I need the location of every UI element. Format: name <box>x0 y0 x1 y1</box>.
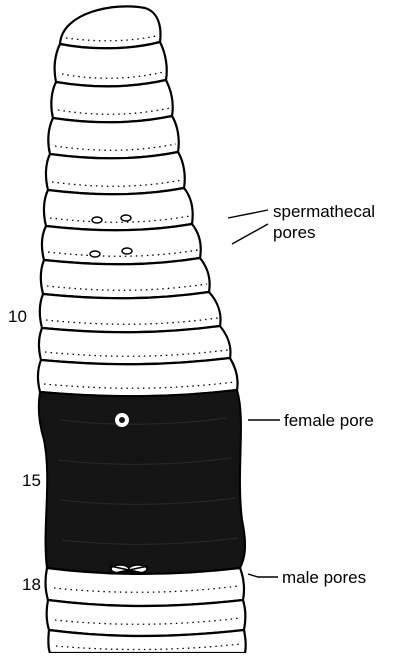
female-pore-mark <box>115 413 129 427</box>
spermathecal-leader-2 <box>232 224 268 244</box>
segment-7 <box>42 224 201 264</box>
segment-1 <box>60 6 160 48</box>
segment-4 <box>48 116 178 158</box>
spermathecal-pore-2 <box>121 215 131 221</box>
segment-8 <box>41 258 210 298</box>
segment-number-10: 10 <box>8 307 27 326</box>
segment-2 <box>55 42 167 86</box>
spermathecal-pore-4 <box>122 248 132 254</box>
segment-number-18: 18 <box>22 575 41 594</box>
spermathecal-leader-1 <box>228 210 268 218</box>
spermathecal-pore-1 <box>92 217 102 223</box>
segment-5 <box>46 152 185 194</box>
segment-19 <box>47 600 246 636</box>
posterior-body <box>46 568 246 653</box>
segment-number-15: 15 <box>22 471 41 490</box>
spermathecal-label-line2: pores <box>273 223 316 242</box>
spermathecal-label-line1: spermathecal <box>273 202 375 221</box>
anterior-body <box>38 6 238 396</box>
female-pore-label: female pore <box>284 411 374 430</box>
clitellum <box>39 390 245 574</box>
segment-10 <box>39 326 231 364</box>
segment-3 <box>51 80 172 122</box>
segment-11 <box>38 358 238 396</box>
male-pores-leader <box>248 574 278 577</box>
male-pores-label: male pores <box>282 568 366 587</box>
segment-9 <box>40 292 221 332</box>
spermathecal-pore-3 <box>90 251 100 257</box>
segment-6 <box>44 188 193 230</box>
